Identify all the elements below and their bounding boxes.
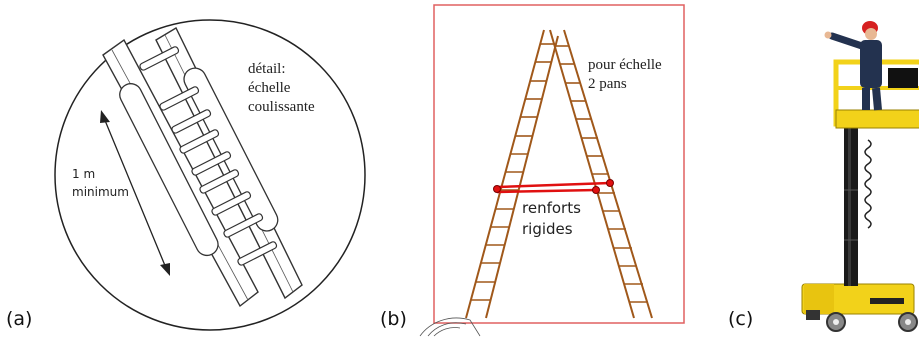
sliding-ladder-drawing [0,0,330,338]
mast-lift-photo [720,0,919,338]
brace-caption-line2: rigides [522,219,581,240]
brace-caption: renforts rigides [522,198,581,240]
panel-a: détail: échelle coulissante 1 m minimum … [0,0,330,338]
measure-caption-line2: minimum [72,183,129,201]
figure-frame [434,5,684,323]
detail-caption-line2: échelle [248,79,315,98]
panel-a-label: (a) [6,308,32,330]
note-caption-line2: 2 pans [588,75,662,94]
ladder-left [466,30,558,318]
detail-caption-line3: coulissante [248,98,315,117]
note-caption-line1: pour échelle [588,56,662,75]
panel-b: (b) [370,0,710,338]
worker [825,21,883,110]
partial-sketch [420,318,480,336]
detail-caption-line1: détail: [248,60,315,79]
double-ladder-drawing [370,0,710,338]
control-box [888,68,918,88]
measure-caption: 1 m minimum [72,165,129,201]
coiled-cable [865,140,871,228]
measure-caption-line1: 1 m [72,165,129,183]
brace-caption-line1: renforts [522,198,581,219]
ladder-left-rungs [471,44,555,300]
panel-c: (c) [720,0,919,338]
detail-caption: détail: échelle coulissante [248,60,315,117]
rigid-braces [494,180,614,194]
note-caption: pour échelle 2 pans [588,56,662,94]
